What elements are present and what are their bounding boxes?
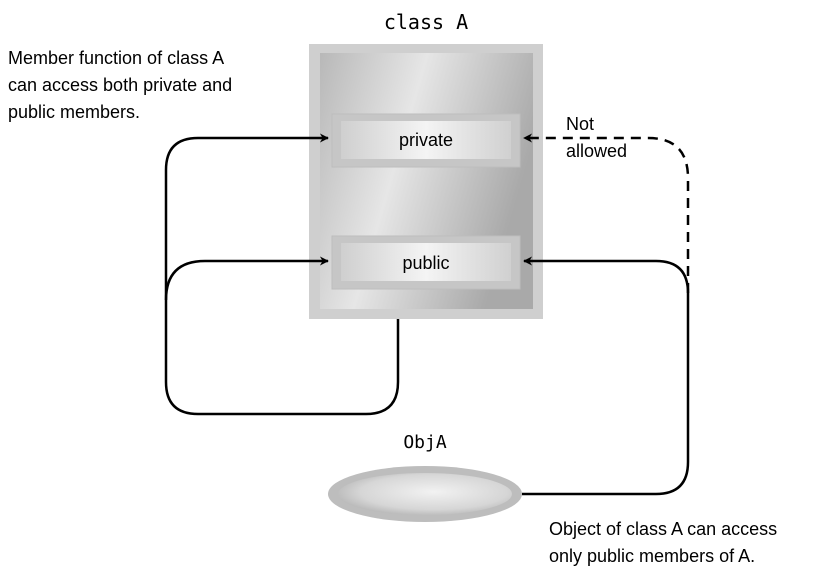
member-function-note: Member function of class A can access bo… bbox=[8, 48, 237, 122]
member-note-line-2: can access both private and bbox=[8, 75, 232, 95]
object-to-public-arrow bbox=[522, 256, 690, 496]
public-label: public bbox=[402, 253, 449, 273]
object-ellipse bbox=[328, 466, 522, 522]
member-to-public-arrow bbox=[164, 256, 329, 301]
private-label: private bbox=[399, 130, 453, 150]
member-note-line-1: Member function of class A bbox=[8, 48, 224, 68]
public-section: public bbox=[331, 235, 521, 290]
not-allowed-line-2: allowed bbox=[566, 141, 627, 161]
member-to-private-arrow bbox=[164, 133, 400, 416]
object-note-line-1: Object of class A can access bbox=[549, 519, 777, 539]
object-label: ObjA bbox=[403, 432, 447, 453]
object-access-note: Object of class A can access only public… bbox=[549, 519, 782, 566]
object-to-private-dashed-arrow bbox=[523, 133, 690, 293]
not-allowed-line-1: Not bbox=[566, 114, 594, 134]
member-note-line-3: public members. bbox=[8, 102, 140, 122]
private-section: private bbox=[331, 113, 521, 168]
class-title: class A bbox=[384, 10, 468, 34]
not-allowed-note: Not allowed bbox=[566, 114, 627, 161]
object-note-line-2: only public members of A. bbox=[549, 546, 755, 566]
